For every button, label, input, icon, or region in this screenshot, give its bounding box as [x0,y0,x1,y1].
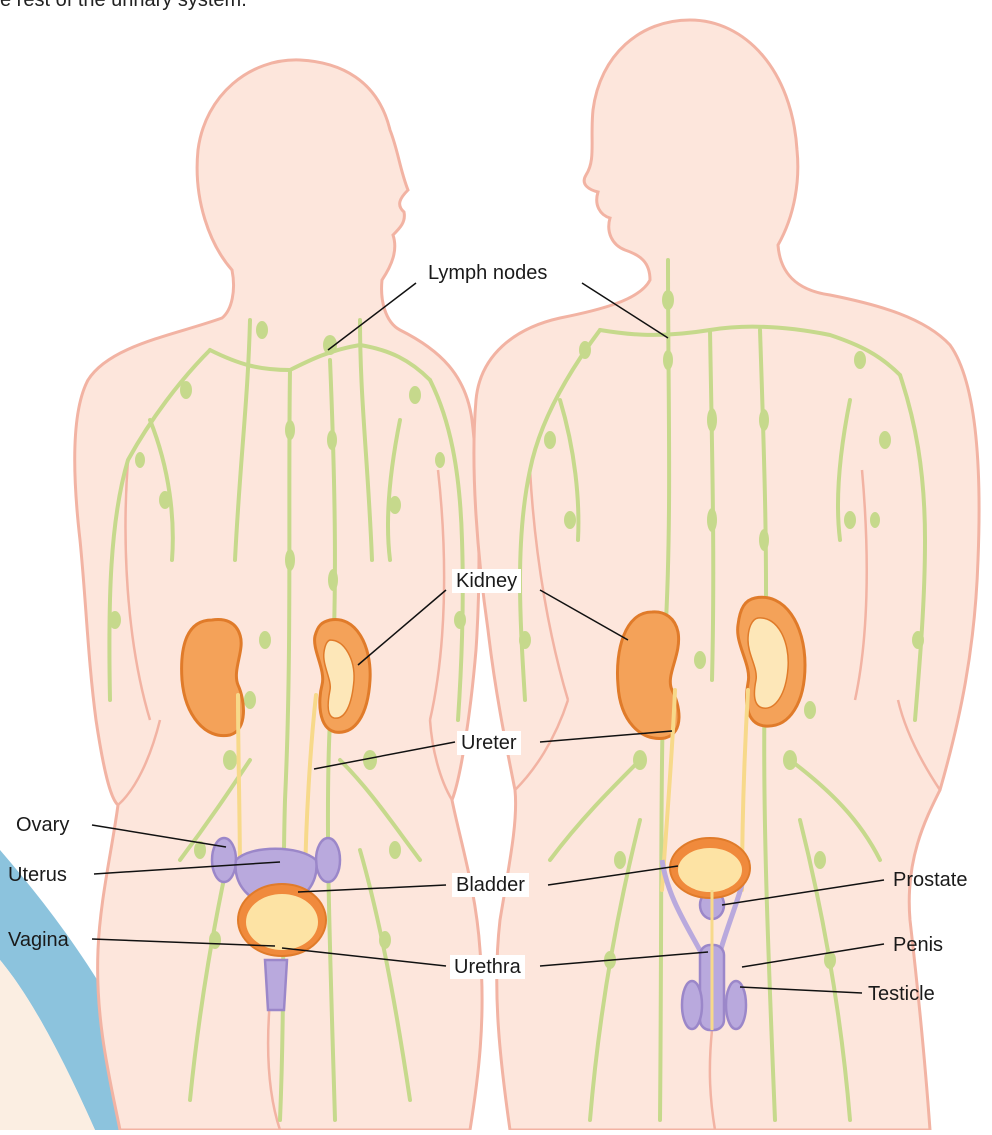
header-text: e rest of the urinary system. [0,0,247,12]
male-kidney-left [617,612,679,739]
label-vagina: Vagina [8,928,69,952]
label-penis: Penis [893,933,943,957]
label-urethra: Urethra [450,955,525,979]
male-silhouette [474,20,979,1130]
label-ureter: Ureter [457,731,521,755]
label-ovary: Ovary [16,813,69,837]
label-uterus: Uterus [8,863,67,887]
label-testicle: Testicle [868,982,935,1006]
label-kidney: Kidney [452,569,521,593]
label-prostate: Prostate [893,868,967,892]
female-kidney-right [315,619,371,732]
male-body [474,20,979,1130]
label-lymph-nodes: Lymph nodes [424,261,551,285]
label-bladder: Bladder [452,873,529,897]
